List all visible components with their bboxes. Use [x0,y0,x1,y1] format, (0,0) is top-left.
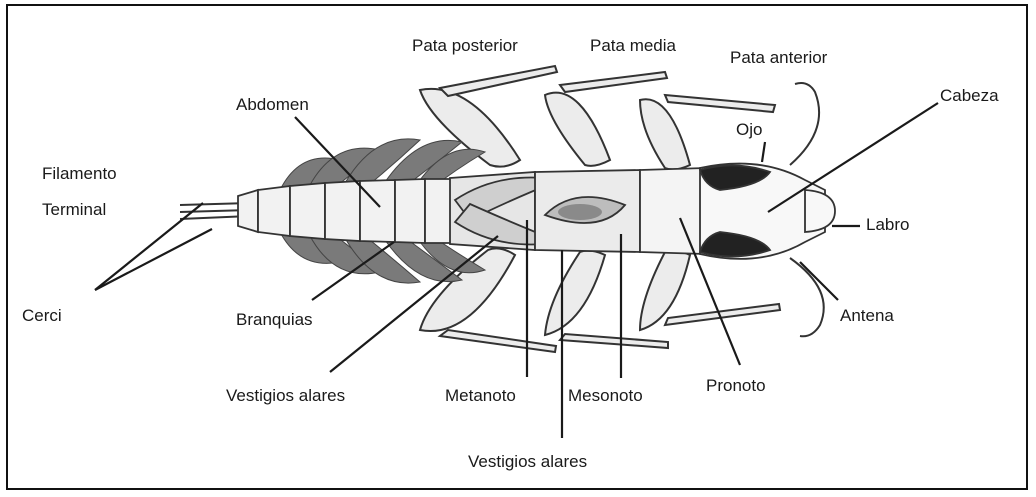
middle-leg-lower-femur [545,251,605,335]
leader-cabeza [768,103,938,212]
label-vestigios-alares-1: Vestigios alares [226,386,345,406]
label-branquias: Branquias [236,310,313,330]
label-filamento: Filamento [42,164,117,184]
thorax [450,168,705,254]
label-metanoto: Metanoto [445,386,516,406]
leader-antena [800,262,838,300]
pronoto-shape [640,168,705,254]
label-pata-posterior: Pata posterior [412,36,518,56]
abdomen-segments [238,179,452,243]
middle-leg-lower-tibia [560,334,668,348]
labro-shape [805,190,835,232]
middle-leg-upper-femur [545,93,610,166]
leader-ojo [762,142,765,162]
leader-cerci-1 [95,203,203,290]
label-pronoto: Pronoto [706,376,766,396]
leader-cerci-2 [95,229,212,290]
label-cabeza: Cabeza [940,86,999,106]
label-antena: Antena [840,306,894,326]
label-pata-media: Pata media [590,36,676,56]
head [700,164,835,259]
label-vestigios-alares-2: Vestigios alares [468,452,587,472]
label-mesonoto: Mesonoto [568,386,643,406]
label-pata-anterior: Pata anterior [730,48,827,68]
posterior-leg-upper-tibia [440,66,557,96]
posterior-leg-lower-tibia [440,330,556,352]
label-cerci: Cerci [22,306,62,326]
label-labro: Labro [866,215,909,235]
label-ojo: Ojo [736,120,762,140]
label-abdomen: Abdomen [236,95,309,115]
anterior-leg-upper-tibia [665,95,775,112]
label-terminal: Terminal [42,200,106,220]
anterior-leg-upper-femur [640,99,690,169]
antenna-upper [790,83,819,165]
middle-leg-upper-tibia [560,72,667,92]
